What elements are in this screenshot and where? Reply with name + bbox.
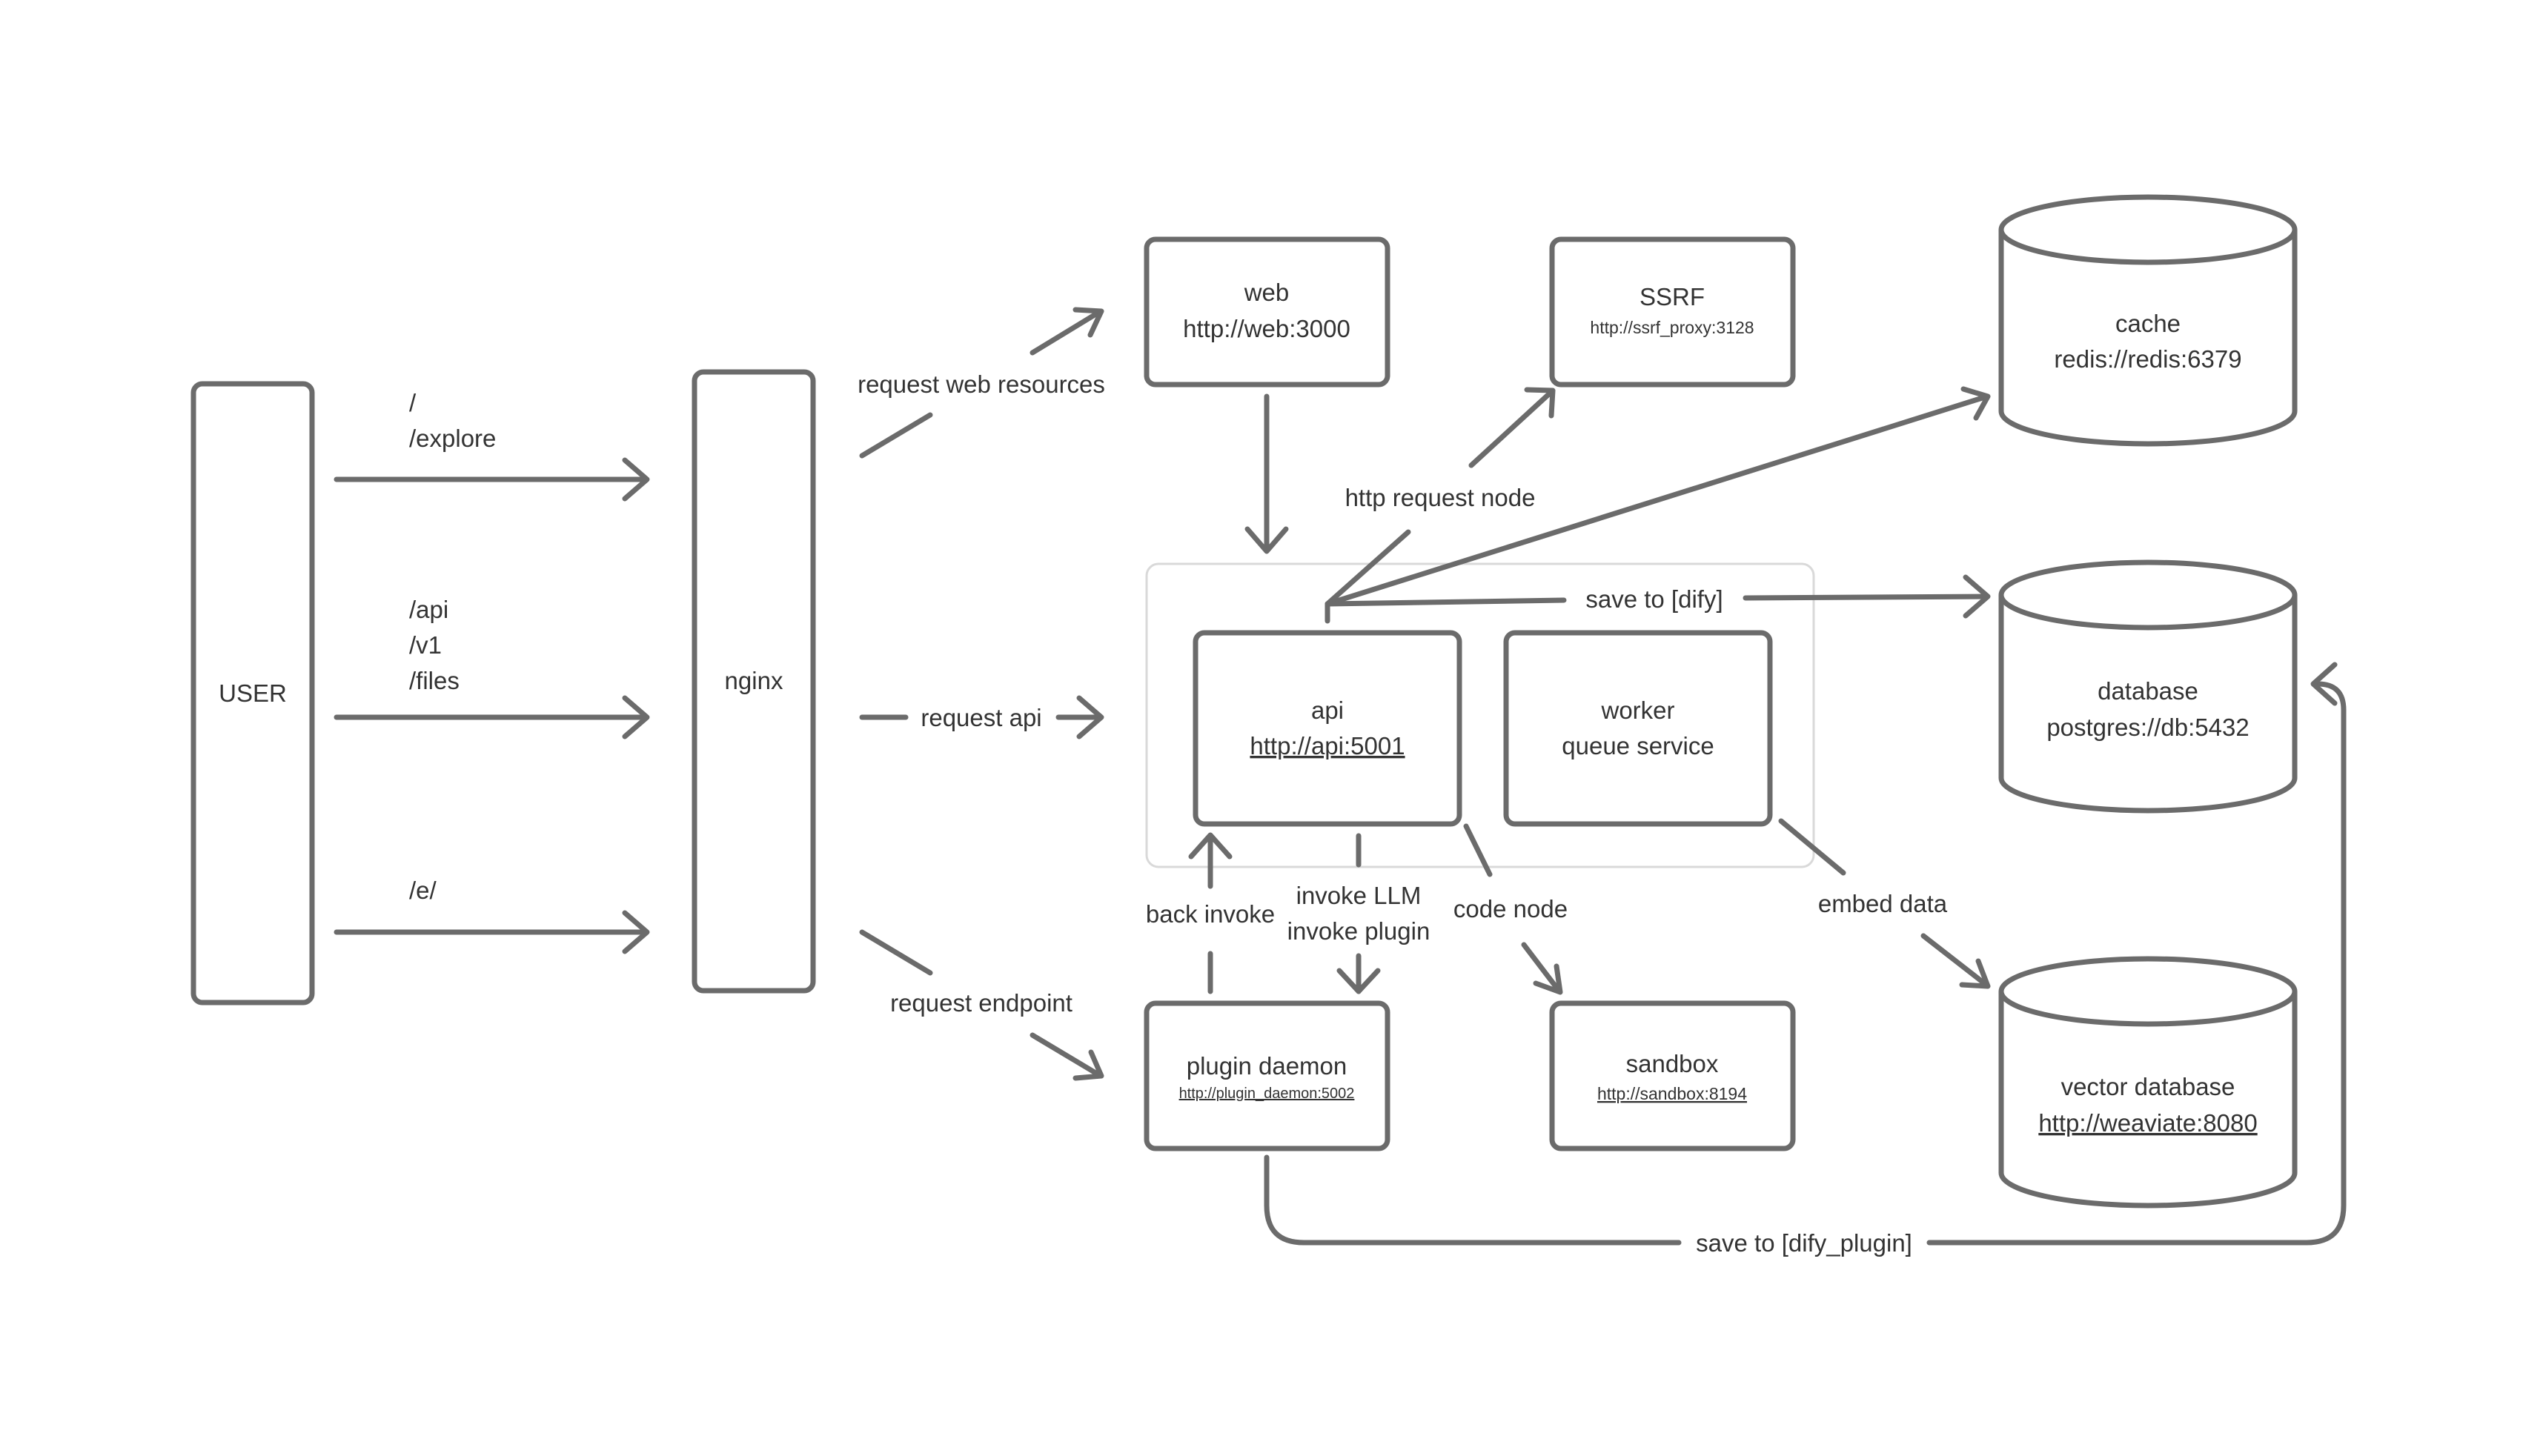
plugin-daemon-node: plugin daemon http://plugin_daemon:5002	[1144, 1000, 1390, 1151]
route-api-arrow	[334, 695, 650, 739]
database-cylinder: database postgres://db:5432	[1998, 559, 2298, 814]
web-to-api-arrow	[1244, 393, 1289, 554]
back-invoke-label: back invoke	[1146, 900, 1275, 928]
api-worker-group	[1145, 562, 1815, 868]
user-label: USER	[219, 679, 287, 707]
api-node: api http://api:5001	[1193, 630, 1462, 827]
ssrf-name: SSRF	[1640, 283, 1705, 310]
code-node-label: code node	[1453, 895, 1568, 923]
save-dify-plugin-label: save to [dify_plugin]	[1696, 1229, 1912, 1257]
cache-url: redis://redis:6379	[2054, 345, 2241, 373]
worker-node: worker queue service	[1503, 630, 1773, 827]
web-node: web http://web:3000	[1144, 236, 1390, 388]
worker-subtitle: queue service	[1562, 732, 1714, 759]
invoke-llm-label: invoke LLM	[1296, 882, 1422, 909]
cache-name: cache	[2115, 310, 2181, 337]
request-api-label: request api	[921, 704, 1041, 731]
api-to-database-arrow	[1325, 574, 1991, 619]
route-api-2: /v1	[409, 631, 442, 659]
invoke-plugin-arrow	[1336, 833, 1381, 994]
embed-data-label: embed data	[1818, 890, 1948, 917]
save-dify-plugin-arrow	[1264, 662, 2347, 1246]
http-request-node-label: http request node	[1345, 484, 1536, 511]
code-node-arrow	[1463, 823, 1563, 995]
web-url: http://web:3000	[1183, 315, 1350, 342]
plugin-daemon-name: plugin daemon	[1187, 1052, 1347, 1080]
api-url: http://api:5001	[1250, 732, 1405, 759]
request-api-arrow	[859, 695, 1104, 739]
database-url: postgres://db:5432	[2046, 714, 2249, 741]
api-name: api	[1311, 697, 1344, 724]
vector-db-url: http://weaviate:8080	[2038, 1109, 2257, 1137]
route-endpoint-arrow	[334, 910, 650, 954]
route-api-3: /files	[409, 667, 460, 694]
api-to-cache-arrow	[1325, 386, 1991, 607]
route-web-arrow	[334, 457, 650, 502]
sandbox-url: http://sandbox:8194	[1597, 1084, 1747, 1103]
cache-cylinder: cache redis://redis:6379	[1998, 194, 2298, 447]
web-name: web	[1244, 279, 1290, 306]
request-web-label: request web resources	[858, 370, 1105, 398]
ssrf-url: http://ssrf_proxy:3128	[1590, 318, 1754, 337]
ssrf-node: SSRF http://ssrf_proxy:3128	[1549, 236, 1796, 388]
invoke-plugin-label: invoke plugin	[1287, 917, 1430, 945]
user-node: USER	[190, 381, 315, 1005]
save-dify-label: save to [dify]	[1585, 585, 1723, 613]
route-api-1: /api	[409, 596, 448, 623]
vector-db-name: vector database	[2061, 1073, 2235, 1100]
sandbox-node: sandbox http://sandbox:8194	[1549, 1000, 1796, 1151]
nginx-label: nginx	[725, 667, 783, 694]
database-name: database	[2098, 677, 2198, 705]
plugin-daemon-url: http://plugin_daemon:5002	[1179, 1086, 1355, 1102]
route-web-2: /explore	[409, 425, 496, 452]
back-invoke-arrow	[1188, 832, 1233, 994]
request-endpoint-label: request endpoint	[890, 989, 1072, 1017]
route-endpoint-1: /e/	[409, 877, 437, 904]
embed-data-arrow	[1778, 818, 1991, 989]
worker-name: worker	[1600, 697, 1674, 724]
nginx-node: nginx	[692, 369, 816, 994]
request-endpoint-arrow	[859, 929, 1104, 1081]
route-web-1: /	[409, 389, 417, 416]
sandbox-name: sandbox	[1626, 1050, 1719, 1077]
request-web-arrow	[859, 307, 1104, 459]
vector-db-cylinder: vector database http://weaviate:8080	[1998, 956, 2298, 1209]
